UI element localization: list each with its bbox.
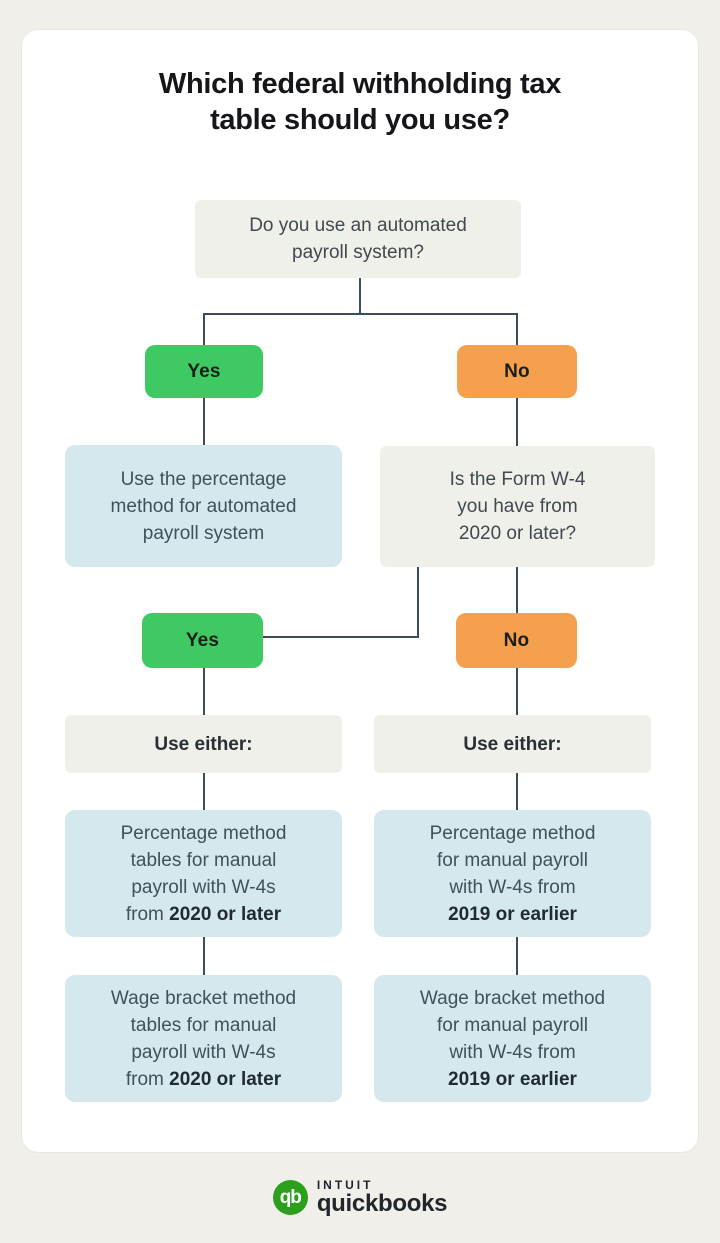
question-box-w4-year: Is the Form W-4 you have from 2020 or la… (380, 446, 655, 567)
yes-badge-1: Yes (145, 345, 263, 398)
intuit-quickbooks-logo: qb INTUIT quickbooks (272, 1178, 448, 1217)
use-either-text: Use either: (463, 733, 562, 755)
question-text: Do you use an automated payroll system? (249, 215, 467, 263)
yes-badge-2: Yes (142, 613, 263, 668)
result-box-automated-percentage-method: Use the percentage method for automated … (65, 445, 342, 567)
result-box-percentage-manual-2020: Percentage method tables for manual payr… (65, 810, 342, 937)
connector-yes2-down (203, 668, 205, 715)
quickbooks-wordmark: quickbooks (316, 1190, 448, 1217)
page-title: Which federal withholding tax table shou… (158, 68, 562, 136)
result-box-wage-bracket-2020: Wage bracket method tables for manual pa… (65, 975, 342, 1102)
result-box-wage-bracket-2019: Wage bracket method for manual payroll w… (374, 975, 651, 1102)
footer: qb INTUIT quickbooks (0, 1152, 720, 1243)
yes-label: Yes (185, 629, 220, 651)
use-either-box-right: Use either: (374, 715, 651, 773)
no-badge-1: No (457, 345, 577, 398)
infographic-card: Which federal withholding tax table shou… (22, 30, 698, 1152)
no-label: No (503, 629, 530, 651)
connector-split-right (516, 313, 518, 345)
connector-w4-yes-vertical (417, 567, 419, 638)
connector-split-left (203, 313, 205, 345)
connector-w4-yes-horizontal (263, 636, 419, 638)
intuit-wordmark: INTUIT (316, 1178, 374, 1192)
no-badge-2: No (456, 613, 577, 668)
no-label: No (504, 360, 530, 382)
result-box-percentage-manual-2019: Percentage method for manual payroll wit… (374, 810, 651, 937)
connector-pct-right-down (516, 937, 518, 975)
result-text: Percentage method for manual payroll wit… (429, 822, 596, 925)
yes-label: Yes (187, 360, 221, 382)
result-text: Wage bracket method tables for manual pa… (110, 987, 297, 1090)
use-either-box-left: Use either: (65, 715, 342, 773)
use-either-text: Use either: (154, 733, 253, 755)
connector-use-either-right-down (516, 773, 518, 810)
connector-no1-down (516, 398, 518, 446)
result-text: Use the percentage method for automated … (110, 468, 297, 544)
connector-pct-left-down (203, 937, 205, 975)
connector-yes1-down (203, 398, 205, 445)
connector-use-either-left-down (203, 773, 205, 810)
connector-split-horizontal (203, 313, 518, 315)
question-text: Is the Form W-4 you have from 2020 or la… (449, 469, 586, 544)
quickbooks-qb-icon: qb (272, 1180, 308, 1215)
result-text: Wage bracket method for manual payroll w… (419, 987, 606, 1090)
question-box-automated-payroll: Do you use an automated payroll system? (195, 200, 521, 278)
result-text: Percentage method tables for manual payr… (120, 822, 287, 925)
connector-q1-down (359, 278, 361, 313)
